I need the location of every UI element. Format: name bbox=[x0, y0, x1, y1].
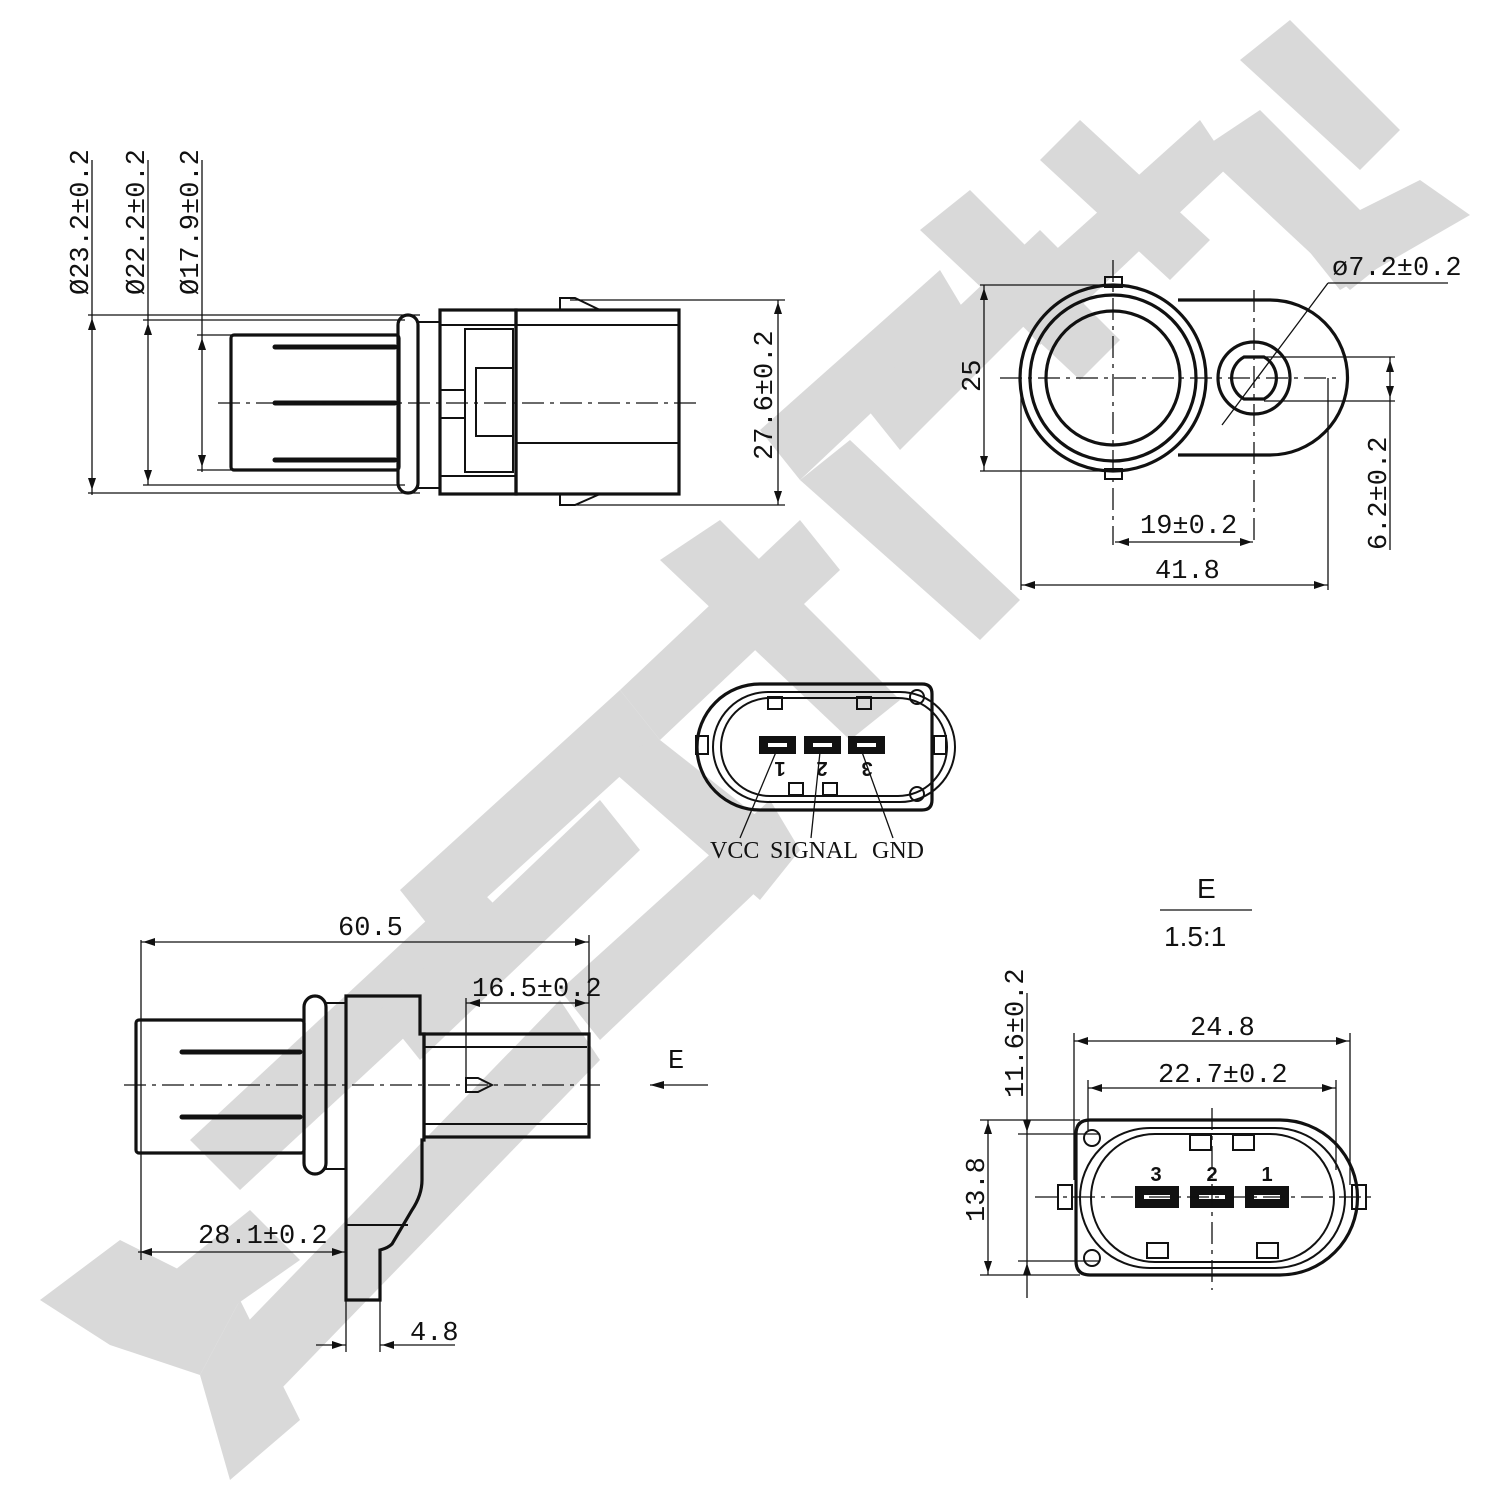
view-marker-e: E bbox=[668, 1047, 684, 1077]
overall-length-label-60-5: 60.5 bbox=[338, 914, 403, 944]
pin-label-gnd: GND bbox=[872, 838, 924, 864]
flange-offset-label: 28.1±0.2 bbox=[198, 1222, 328, 1252]
detail-scale: 1.5:1 bbox=[1164, 921, 1226, 952]
inner-height-label: 11.6±0.2 bbox=[1002, 968, 1032, 1098]
detail-title: E bbox=[1197, 873, 1216, 904]
pin-number-1: 1 bbox=[774, 757, 785, 779]
overall-length-label: 41.8 bbox=[1155, 557, 1220, 587]
center-distance-label: 19±0.2 bbox=[1140, 512, 1237, 542]
pin-number-2: 2 bbox=[816, 757, 827, 779]
diameter-label-23-2: Ø23.2±0.2 bbox=[67, 149, 97, 295]
inner-width-label: 22.7±0.2 bbox=[1158, 1061, 1288, 1091]
connector-pinout: 1 2 3 VCC SIGNAL GND bbox=[695, 682, 956, 864]
height-label-27-6: 27.6±0.2 bbox=[751, 330, 781, 460]
side-view-bottom: 60.5 16.5±0.2 E 28.1±0.2 bbox=[124, 914, 708, 1352]
outer-height-label: 13.8 bbox=[963, 1157, 993, 1222]
detail-pin-3: 3 bbox=[1150, 1164, 1161, 1186]
diameter-label-22-2: Ø22.2±0.2 bbox=[123, 149, 153, 295]
pin-label-signal: SIGNAL bbox=[770, 838, 858, 864]
height-label-25: 25 bbox=[959, 360, 989, 392]
detail-pin-1: 1 bbox=[1261, 1164, 1272, 1186]
tab-width-label: 4.8 bbox=[410, 1319, 459, 1349]
connector-length-label: 16.5±0.2 bbox=[472, 975, 602, 1005]
diameter-label-17-9: Ø17.9±0.2 bbox=[177, 149, 207, 295]
detail-view-e: E 1.5:1 3 2 1 24.8 bbox=[963, 873, 1375, 1298]
outer-width-label: 24.8 bbox=[1190, 1014, 1255, 1044]
side-view-top: Ø23.2±0.2 Ø22.2±0.2 Ø17.9±0.2 27.6±0 bbox=[67, 149, 785, 506]
slot-width-label: 6.2±0.2 bbox=[1365, 437, 1395, 550]
pin-number-3: 3 bbox=[861, 757, 872, 779]
pin-label-vcc: VCC bbox=[710, 838, 759, 864]
hole-diameter-label: ø7.2±0.2 bbox=[1332, 254, 1462, 284]
top-view-flange: ø7.2±0.2 25 6.2±0.2 19±0.2 41.8 bbox=[959, 254, 1462, 590]
